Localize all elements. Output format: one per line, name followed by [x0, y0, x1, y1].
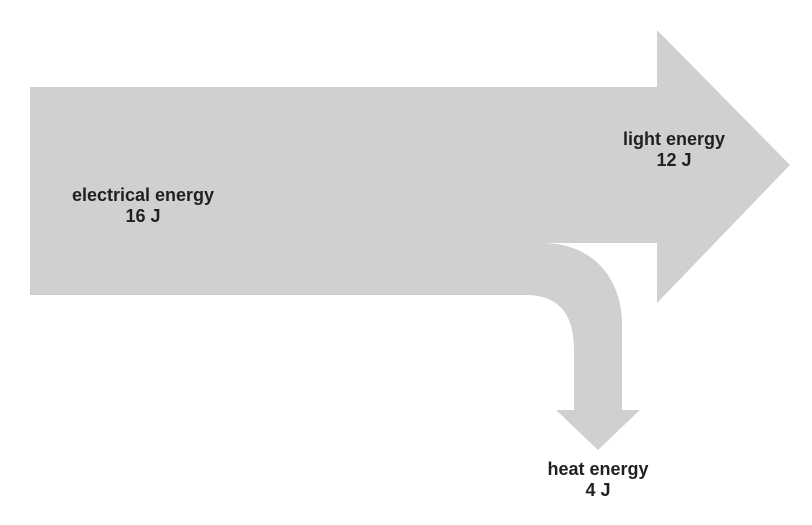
- light-energy-amount: 12 J: [656, 150, 692, 170]
- light-energy-label: light energy 12 J: [604, 129, 744, 171]
- heat-energy-label: heat energy 4 J: [533, 459, 663, 501]
- electrical-energy-amount: 16 J: [125, 206, 161, 226]
- electrical-energy-label: electrical energy 16 J: [58, 185, 228, 227]
- light-energy-name: light energy: [622, 129, 725, 149]
- heat-energy-name: heat energy: [547, 459, 649, 479]
- light-energy-flow-arrow: [30, 30, 790, 450]
- electrical-energy-name: electrical energy: [71, 185, 215, 205]
- heat-energy-amount: 4 J: [585, 480, 611, 500]
